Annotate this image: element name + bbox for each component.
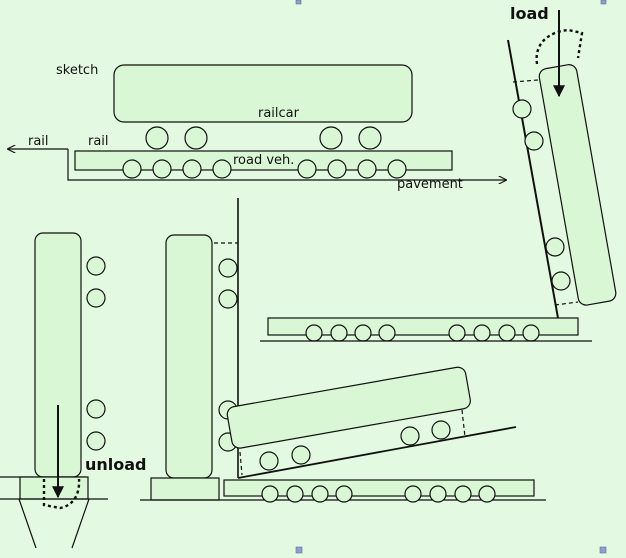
road-wheel: [122, 159, 142, 179]
tilted-wheel: [551, 271, 571, 291]
load-swing-arc: [535, 28, 584, 65]
load-dash: [554, 301, 579, 306]
ramp-wheel: [259, 451, 279, 471]
road-wheel: [354, 324, 372, 342]
upright-wheel: [218, 258, 238, 278]
ramp-dash: [239, 451, 243, 476]
ramp-wheel: [291, 445, 311, 465]
road-wheel: [429, 485, 447, 503]
upright-railcar-body: [165, 234, 213, 479]
tilted-railcar-body: [538, 64, 617, 306]
handle-bottom: [295, 546, 303, 554]
load-label: load: [510, 4, 549, 23]
upright-wheel: [218, 289, 238, 309]
chute-left: [18, 498, 37, 549]
road-wheel: [297, 159, 317, 179]
sketch-label: sketch: [56, 63, 98, 78]
road-wheel: [261, 485, 279, 503]
road-vehicle-wheels: [122, 159, 407, 179]
road-wheel: [478, 485, 496, 503]
ramp-wheel: [400, 426, 420, 446]
road-wheel: [448, 324, 466, 342]
road-wheel: [305, 324, 323, 342]
railcar-wheel: [145, 126, 169, 150]
road-wheel: [454, 485, 472, 503]
handle-top: [295, 0, 302, 5]
ramp-line: [237, 426, 517, 479]
tilted-wheel: [545, 237, 565, 257]
railcar-body: [113, 64, 413, 123]
road-wheel: [404, 485, 422, 503]
road-wheel: [152, 159, 172, 179]
unload-label: unload: [85, 455, 147, 474]
tilted-railcar-body-low: [226, 366, 471, 449]
road-wheel: [473, 324, 491, 342]
mid-position-sketch: [140, 198, 546, 503]
road-wheel: [378, 324, 396, 342]
pavement-label: pavement: [397, 177, 463, 192]
railcar-label: railcar: [258, 106, 300, 121]
unload-wheels: [86, 256, 106, 451]
unload-platform: [19, 476, 89, 500]
road-wheel: [182, 159, 202, 179]
ramp-wheel: [431, 420, 451, 440]
ramp-dash: [461, 409, 466, 438]
road-wheel: [387, 159, 407, 179]
load-tilted-sketch: [260, 10, 617, 342]
road-wheel: [286, 485, 304, 503]
road-vehicle-label: road veh.: [233, 153, 294, 168]
road-wheel: [311, 485, 329, 503]
unload-wheel: [86, 399, 106, 419]
road-wheel: [327, 159, 347, 179]
tilted-wheel: [512, 99, 532, 119]
load-road-wheels: [305, 324, 540, 342]
unload-wheel: [86, 431, 106, 451]
mid-road-wheels: [261, 485, 496, 503]
pavement-line: [67, 149, 506, 180]
chute-right: [71, 498, 90, 549]
road-wheel: [522, 324, 540, 342]
unload-wheel: [86, 256, 106, 276]
load-wall: [507, 39, 559, 319]
road-wheel: [330, 324, 348, 342]
road-wheel: [212, 159, 232, 179]
load-wheels: [512, 99, 571, 291]
railcar-wheel: [319, 126, 343, 150]
railcar-wheels: [145, 126, 382, 150]
rail-label-mid: rail: [88, 134, 109, 149]
handle-bottom-right: [599, 546, 607, 554]
side-view-sketch: [8, 64, 506, 180]
railcar-wheel: [358, 126, 382, 150]
handle-top-right: [600, 0, 607, 5]
load-dash: [512, 79, 539, 83]
unload-swing-arc: [42, 478, 81, 510]
road-wheel: [335, 485, 353, 503]
mid-platform: [150, 477, 220, 501]
road-wheel: [357, 159, 377, 179]
unload-sketch: [0, 232, 108, 549]
rail-label-left: rail: [28, 134, 49, 149]
unload-wheel: [86, 288, 106, 308]
road-wheel: [498, 324, 516, 342]
railcar-wheel: [184, 126, 208, 150]
ramp-wheels: [259, 420, 451, 471]
tilted-wheel: [524, 131, 544, 151]
